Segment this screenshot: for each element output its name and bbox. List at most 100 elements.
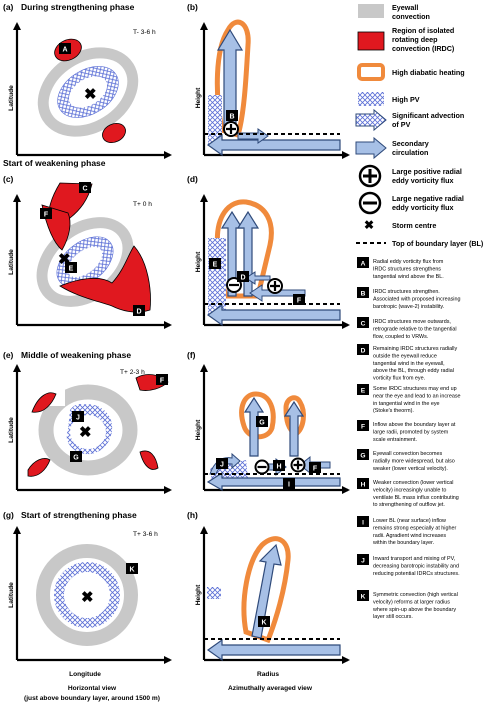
panel-d-ylabel: Height <box>195 251 202 272</box>
label-E-d: E <box>213 262 218 269</box>
description-letter: C <box>361 321 366 328</box>
description-text-line: scale entrainment. <box>373 437 417 443</box>
description-text-line: tangential wind above the BL. <box>373 274 444 280</box>
legend-advection-arrow <box>355 108 387 132</box>
description-text-line: decreasing barotropic instability and <box>373 563 459 569</box>
panel-f-updraft-arrow-2 <box>283 400 305 457</box>
legend-eyewall-line2: convection <box>392 12 430 21</box>
description-text-line: to strengthening of outflow jet. <box>373 502 445 508</box>
legend-irdc-line1: Region of isolated <box>392 26 454 35</box>
panel-f-label: (f) <box>187 350 196 360</box>
label-D-d: D <box>240 275 245 282</box>
label-A: A <box>62 47 67 54</box>
panel-e-ylabel: Latitude <box>8 417 15 443</box>
legend-irdc-line3: convection (IRDC) <box>392 44 455 53</box>
legend: Eyewall convection Region of isolated ro… <box>355 3 484 248</box>
panel-b-heating <box>214 19 251 139</box>
storm-centre-icon: ✖ <box>79 424 92 441</box>
description-letter-box <box>357 554 369 565</box>
panel-e-title: Middle of weakening phase <box>21 350 131 360</box>
label-J-f: J <box>220 462 224 469</box>
panel-d: (d) Height E D F <box>187 174 350 329</box>
description-letter-box <box>357 590 369 601</box>
label-K-g: K <box>129 567 134 574</box>
panel-a-title: During strengthening phase <box>21 2 135 12</box>
description-letter-box <box>357 287 369 298</box>
legend-neg-flux-line2: eddy vorticity flux <box>392 203 454 212</box>
description-text-line: velocity) reforms at larger radius <box>373 599 450 605</box>
description-text-line: barotropic (wave-2) instability. <box>373 304 444 310</box>
label-F-e: F <box>160 378 165 385</box>
panel-e-irdc-southwest <box>27 458 51 477</box>
label-F-c: F <box>44 212 49 219</box>
label-B: B <box>229 114 234 121</box>
description-letter-box <box>357 420 369 431</box>
label-C: C <box>82 186 87 193</box>
description-letter-box <box>357 516 369 527</box>
panel-h-heating <box>241 536 291 644</box>
description-letter: G <box>360 453 365 460</box>
panel-d-pv <box>208 238 226 314</box>
label-K-h: K <box>261 620 266 627</box>
description-text-line: outside the eyewall reduce <box>373 353 437 359</box>
panel-b-inflow-arrow <box>206 133 341 157</box>
legend-irdc-line2: rotating deep <box>392 35 438 44</box>
description-letter: I <box>362 520 364 527</box>
description-letter: A <box>361 261 366 268</box>
description-text-line: Radial eddy vorticity flux from <box>373 259 444 265</box>
label-G-e: G <box>73 455 79 462</box>
panel-g-label: (g) <box>3 510 14 520</box>
description-text-line: Remaining IRDC structures radially <box>373 346 457 352</box>
description-text-line: in tangential wind in the eye <box>373 401 440 407</box>
panel-b-ylabel: Height <box>195 87 202 108</box>
panel-h-label: (h) <box>187 510 198 520</box>
legend-storm-centre: Storm centre <box>392 221 436 230</box>
panel-c-irdc-south <box>59 245 151 313</box>
description-text-line: weaker (lower vertical velocity). <box>372 466 448 472</box>
legend-heating-swatch <box>357 63 385 81</box>
panel-h-inflow-arrow <box>206 638 341 662</box>
description-text-line: radii. Agradient wind increases <box>373 533 446 539</box>
panel-d-label: (d) <box>187 174 198 184</box>
description-text-line: IRDC structures strengthens <box>373 266 441 272</box>
azimuthal-view-title: Azimuthally averaged view <box>228 685 313 692</box>
panel-f-bl-inflow-arrow <box>206 471 341 492</box>
panel-c-ylabel: Latitude <box>8 249 15 275</box>
panel-g-time: T+ 3-6 h <box>133 531 158 538</box>
description-letter: E <box>361 388 366 395</box>
panel-a-time: T- 3-6 h <box>133 29 156 36</box>
panel-d-inflow-arrow <box>206 303 341 327</box>
description-text-line: within the boundary layer. <box>372 540 434 546</box>
description-text-line: flow, coupled to VRWs. <box>373 334 428 340</box>
description-letter: D <box>361 348 366 355</box>
legend-pos-flux-line2: eddy vorticity flux <box>392 176 454 185</box>
description-text-line: tangential wind in the eyewall, <box>373 361 445 367</box>
storm-centre-icon: ✖ <box>84 86 97 103</box>
description-letter-box <box>357 478 369 489</box>
label-I: I <box>288 482 290 489</box>
panel-g-title: Start of strengthening phase <box>21 510 137 520</box>
legend-irdc-swatch <box>357 31 385 51</box>
panel-h-xlabel: Radius <box>257 671 279 678</box>
panel-a-irdc-south <box>102 122 126 144</box>
description-letter: K <box>361 594 366 601</box>
legend-bl-top: Top of boundary layer (BL) <box>392 239 484 248</box>
panel-g-eyewall <box>36 544 138 646</box>
description-text-line: reducing potential IDRCs structures. <box>373 571 460 577</box>
panel-b-outflow-arrow <box>237 128 269 144</box>
storm-centre-icon: ✖ <box>81 589 94 606</box>
description-text-line: IRDC structures strengthen. <box>373 289 440 295</box>
panel-d-pv-advection-arrow <box>245 271 271 285</box>
legend-heating: High diabatic heating <box>392 68 465 77</box>
legend-eyewall-swatch <box>358 4 384 18</box>
description-text-line: Symmetric convection (high vertical <box>373 592 458 598</box>
legend-pos-flux-line1: Large positive radial <box>392 167 462 176</box>
horizontal-view-subtitle: (just above boundary layer, around 1500 … <box>24 695 160 702</box>
panel-g: (g) Start of strengthening phase T+ 3-6 … <box>3 510 172 678</box>
description-text-line: IRDC structures move outwards, <box>373 319 451 325</box>
label-E-c: E <box>69 266 74 273</box>
